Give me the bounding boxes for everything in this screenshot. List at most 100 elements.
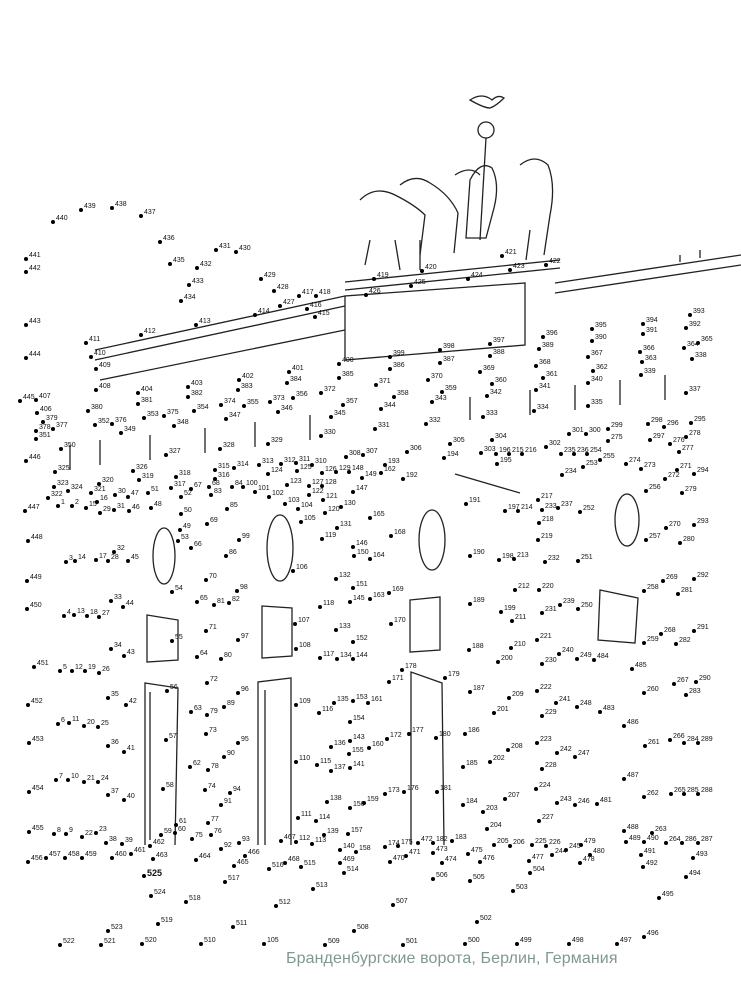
dot-260: [642, 691, 646, 695]
dot-409: [94, 367, 98, 371]
dot-496: [642, 935, 646, 939]
dot-label: 241: [559, 696, 571, 703]
dot-361: [541, 376, 545, 380]
dot-430: [234, 250, 238, 254]
dot-label: 182: [436, 836, 448, 843]
dot-label: 371: [379, 378, 391, 385]
dot-153: [351, 699, 355, 703]
dot-label: 432: [200, 261, 212, 268]
dot-label: 82: [232, 596, 240, 603]
dot-label: 369: [483, 365, 495, 372]
dot-label: 190: [473, 549, 485, 556]
dot-233: [540, 508, 544, 512]
dot-label: 3: [69, 555, 73, 562]
dot-333: [481, 415, 485, 419]
dot-395: [590, 327, 594, 331]
dot-131: [335, 526, 339, 530]
dot-113: [310, 842, 314, 846]
dot-75: [190, 837, 194, 841]
dot-448: [26, 539, 30, 543]
dot-61: [174, 823, 178, 827]
dot-label: 7: [59, 773, 63, 780]
dot-364: [682, 346, 686, 350]
dot-48: [149, 506, 153, 510]
dot-359: [440, 390, 444, 394]
dot-label: 469: [343, 856, 355, 863]
dot-label: 40: [127, 793, 135, 800]
dot-454: [27, 790, 31, 794]
dot-label: 229: [545, 709, 557, 716]
dot-label: 511: [236, 920, 248, 927]
dot-114: [314, 819, 318, 823]
dot-label: 97: [241, 633, 249, 640]
dot-76: [209, 833, 213, 837]
dot-label: 10: [71, 773, 79, 780]
dot-227: [537, 819, 541, 823]
dot-label: 505: [473, 874, 485, 881]
dot-449: [25, 579, 29, 583]
dot-label: 246: [578, 798, 590, 805]
dot-444: [24, 356, 28, 360]
dot-180: [434, 736, 438, 740]
quadriga-sculpture: [344, 95, 561, 291]
dot-label: 112: [299, 835, 311, 842]
dot-label: 56: [170, 684, 178, 691]
dot-388: [488, 354, 492, 358]
dot-label: 514: [347, 866, 359, 873]
dot-label: 5: [63, 664, 67, 671]
dot-label: 107: [298, 617, 310, 624]
dot-label: 158: [359, 845, 371, 852]
dot-229: [540, 714, 544, 718]
dot-label: 435: [173, 257, 185, 264]
dot-label: 351: [39, 432, 51, 439]
dot-label: 462: [153, 839, 165, 846]
dot-137: [329, 769, 333, 773]
dot-label: 495: [662, 891, 674, 898]
dot-label: 44: [126, 600, 134, 607]
dot-212: [513, 588, 517, 592]
gate-doors: [144, 671, 445, 846]
dot-284: [682, 741, 686, 745]
dot-515: [299, 865, 303, 869]
dot-483: [598, 710, 602, 714]
dot-label: 455: [32, 825, 44, 832]
dot-label: 378: [39, 424, 51, 431]
dot-95: [236, 741, 240, 745]
dot-label: 37: [111, 788, 119, 795]
dot-label: 279: [685, 486, 697, 493]
dot-label: 43: [127, 649, 135, 656]
dot-label: 12: [75, 664, 83, 671]
dot-83: [209, 493, 213, 497]
dot-label: 70: [209, 573, 217, 580]
dot-label: 465: [237, 859, 249, 866]
dot-label: 50: [184, 507, 192, 514]
dot-15: [84, 506, 88, 510]
dot-120: [323, 511, 327, 515]
dot-400: [337, 362, 341, 366]
dot-315: [213, 468, 217, 472]
dot-93: [237, 841, 241, 845]
dot-label: 447: [28, 504, 40, 511]
dot-label: 365: [701, 336, 713, 343]
dot-512: [274, 904, 278, 908]
dot-20: [82, 724, 86, 728]
dot-label: 364: [687, 341, 699, 348]
dot-299: [606, 427, 610, 431]
dot-98: [235, 589, 239, 593]
dot-label: 132: [339, 572, 351, 579]
dot-label: 294: [697, 467, 709, 474]
dot-label: 55: [175, 634, 183, 641]
dot-label: 68: [212, 480, 220, 487]
dot-label: 139: [327, 828, 339, 835]
dot-label: 233: [545, 503, 557, 510]
dot-196: [494, 452, 498, 456]
dot-label: 357: [346, 398, 358, 405]
dot-label: 16: [100, 495, 108, 502]
dot-label: 4: [67, 609, 71, 616]
dot-380: [86, 409, 90, 413]
dot-label: 67: [194, 482, 202, 489]
dot-label: 323: [57, 480, 69, 487]
dot-305: [448, 442, 452, 446]
dot-label: 438: [115, 201, 127, 208]
dot-label: 487: [627, 772, 639, 779]
